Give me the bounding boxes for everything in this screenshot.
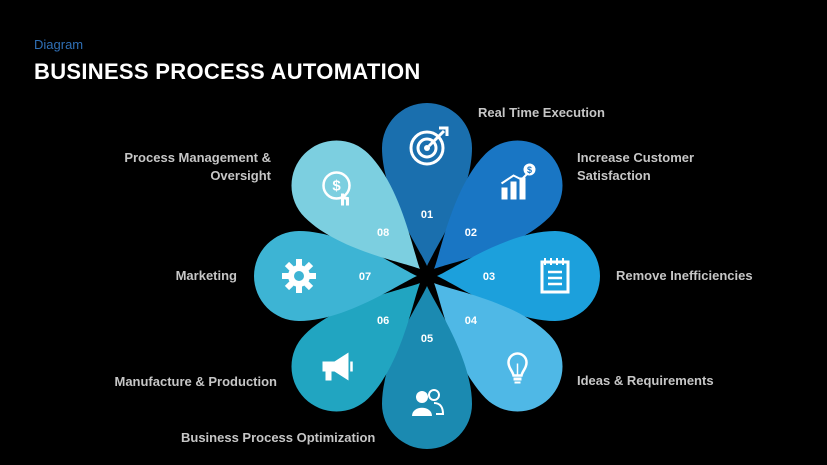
petal-shape-01 [382,103,472,266]
label-business-process-optimization: Business Process Optimization [181,430,376,445]
petal-number-05: 05 [421,333,433,345]
megaphone-icon [322,352,353,381]
label-manufacture-production: Manufacture & Production [114,374,277,389]
notepad-icon [540,258,570,294]
dollar-touch-icon: $ [322,171,351,206]
label-ideas-requirements: Ideas & Requirements [577,373,714,388]
petal-shape-06 [291,283,420,412]
petal-number-07: 07 [359,271,371,283]
bar-chart-growth-icon: $ [500,163,536,200]
petal-06 [291,283,420,412]
gear-icon [282,259,316,293]
petal-shape-05 [382,286,472,449]
petal-number-02: 02 [465,227,477,239]
target-icon [409,126,449,166]
diagram-subtitle: Diagram [34,37,84,52]
petal-number-06: 06 [377,315,389,327]
page-title: BUSINESS PROCESS AUTOMATION [34,59,421,84]
petal-number-01: 01 [421,209,433,221]
petal-01 [382,103,472,266]
petal-04 [434,283,563,412]
svg-text:$: $ [332,177,341,194]
petal-shape-04 [434,283,563,412]
petal-number-08: 08 [377,227,389,239]
petal-03 [437,231,600,321]
users-icon [412,389,445,416]
label-process-management-oversight: Process Management &Oversight [124,150,271,183]
label-real-time-execution: Real Time Execution [478,105,605,120]
petal-number-03: 03 [483,271,495,283]
petal-08 [291,140,420,269]
lightbulb-icon [507,352,528,384]
petal-number-04: 04 [465,315,478,327]
label-marketing: Marketing [175,268,237,283]
petal-07 [254,231,417,321]
petal-shape-07 [254,231,417,321]
svg-text:$: $ [527,165,532,175]
petal-shape-03 [437,231,600,321]
petal-05 [382,286,472,449]
petal-shape-08 [291,140,420,269]
label-remove-inefficiencies: Remove Inefficiencies [616,268,753,283]
